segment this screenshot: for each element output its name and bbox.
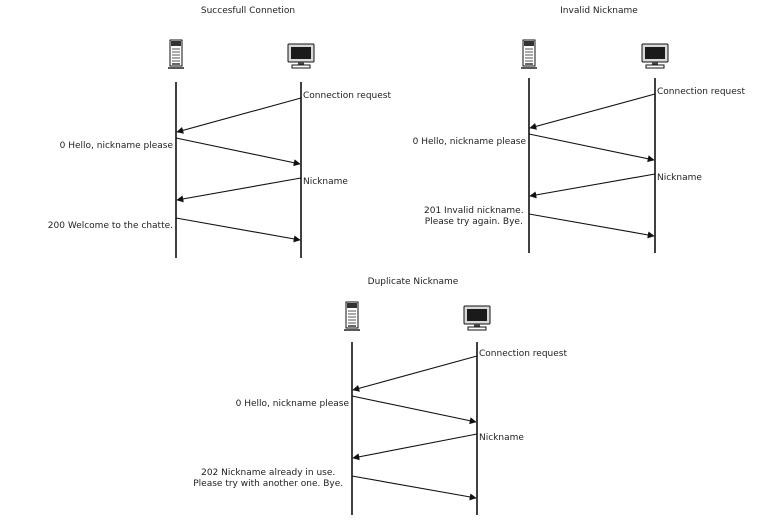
monitor-icon [287,43,315,69]
message-arrow [528,133,655,163]
message-arrow [529,173,656,199]
diagram-title: Invalid Nickname [560,6,638,16]
message-label: 202 Nickname already in use. [201,468,335,478]
message-label: Connection request [657,87,745,97]
message-arrow [351,395,477,425]
message-label: Nickname [479,433,524,443]
message-label: 201 Invalid nickname. [424,206,524,216]
message-label: 0 Hello, nickname please [60,141,174,151]
message-arrow [528,213,655,239]
message-arrow [175,137,301,167]
server-tower-icon [344,301,360,331]
message-label: 200 Welcome to the chatte. [48,221,173,231]
diagram-title: Duplicate Nickname [368,277,459,287]
message-arrow [175,217,301,243]
message-label: Please try again. Bye. [425,217,523,227]
message-label: 0 Hello, nickname please [236,399,350,409]
server-tower-icon [521,39,537,69]
message-label: 0 Hello, nickname please [413,137,527,147]
message-arrow [176,177,302,203]
message-arrow [529,93,656,130]
message-arrow [351,475,477,501]
monitor-icon [641,43,669,69]
message-label: Please try with another one. Bye. [193,479,343,489]
message-label: Nickname [657,173,702,183]
diagram-title: Succesfull Connetion [201,6,295,16]
message-arrow [352,433,478,461]
message-label: Connection request [479,349,567,359]
message-arrow [176,97,302,134]
message-arrow [352,355,478,392]
monitor-icon [463,305,491,331]
message-label: Connection request [303,91,391,101]
server-tower-icon [168,39,184,69]
message-label: Nickname [303,177,348,187]
